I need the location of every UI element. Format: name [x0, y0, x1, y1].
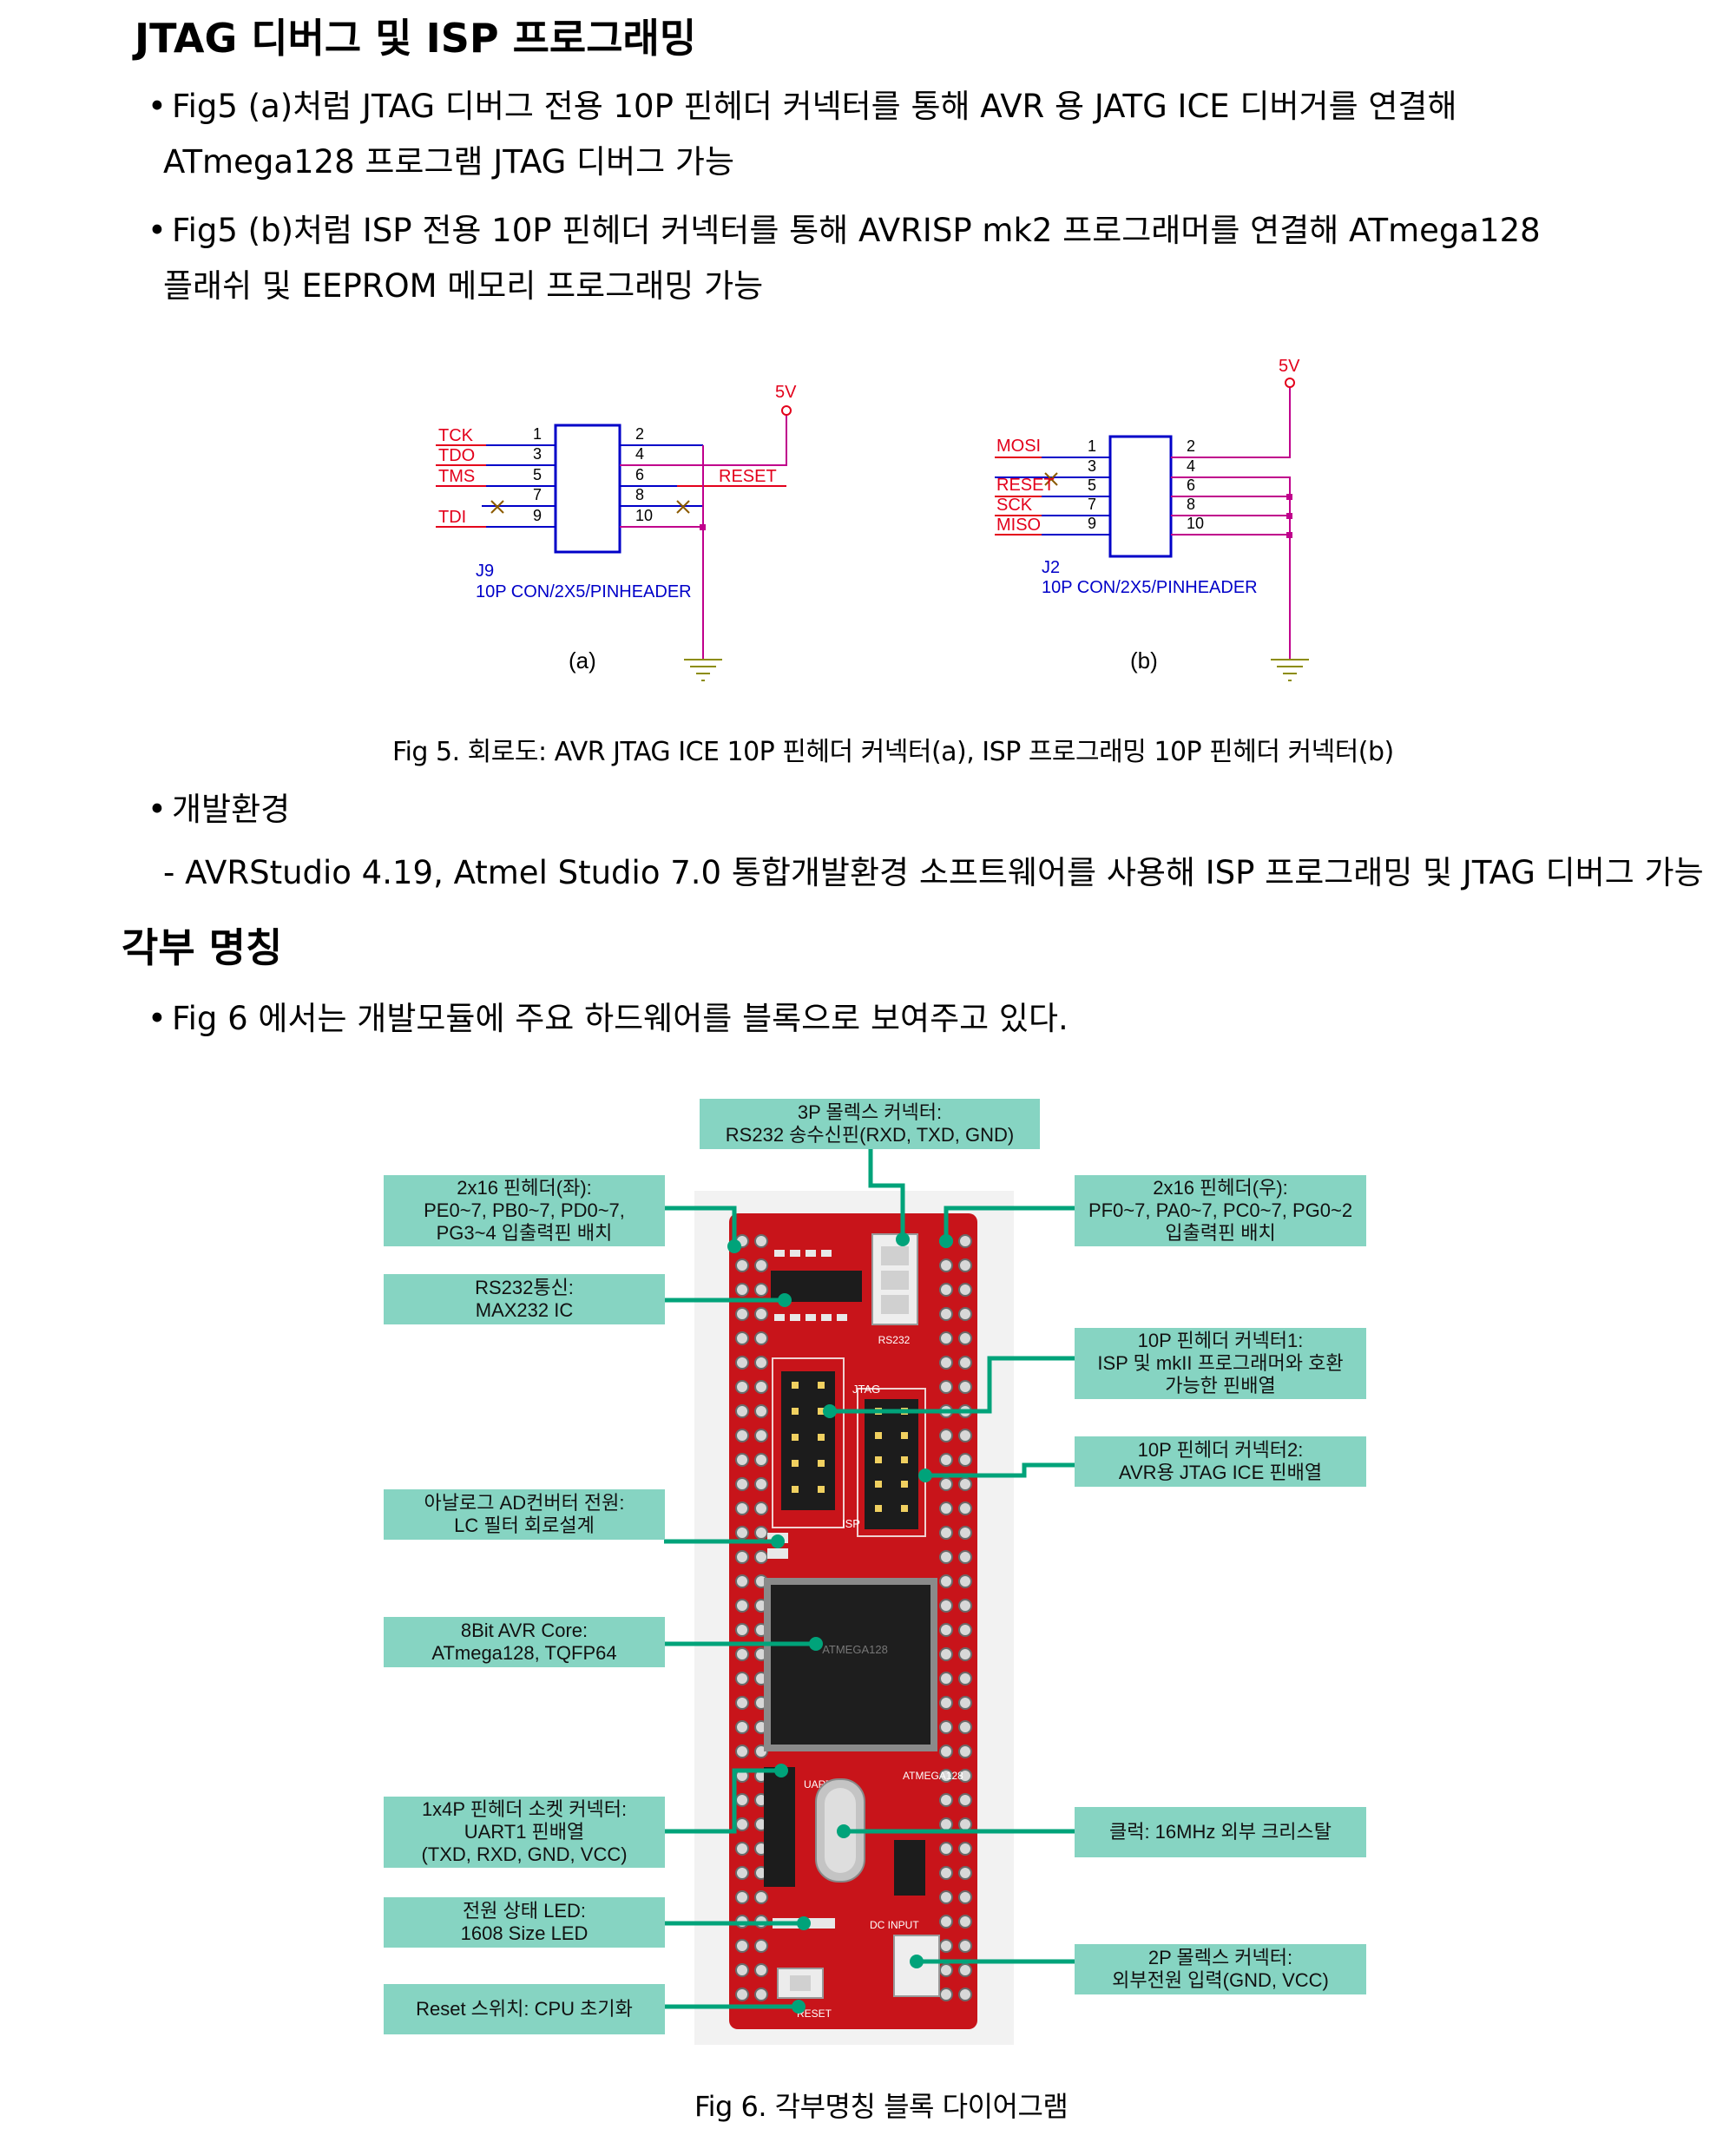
label-a: (a)	[569, 647, 596, 674]
signal-miso: MISO	[996, 516, 1041, 535]
fig6-caption: Fig 6. 각부명칭 블록 다이어그램	[694, 2090, 1069, 2123]
bullet-fig6-intro: Fig 6 에서는 개발모듈에 주요 하드웨어를 블록으로 보여주고 있다.	[148, 991, 1069, 1047]
signal-mosi: MOSI	[996, 437, 1041, 456]
pin-7-b: 7	[1088, 496, 1096, 513]
pin-2-b: 2	[1187, 437, 1195, 455]
board-label-reset: RESET	[797, 2007, 832, 2020]
pin-3-b: 3	[1088, 457, 1096, 475]
callout-reset-switch: Reset 스위치: CPU 초기화	[384, 1984, 665, 2034]
schematic-a: 5V TCK TDO TMS TDI RESET 1 3 5 7 9 2 4 6…	[436, 383, 797, 681]
vcc-label-a: 5V	[775, 383, 797, 402]
bullet-isp-line1: Fig5 (b)처럼 ISP 전용 10P 핀헤더 커넥터를 통해 AVRISP…	[148, 203, 1541, 259]
schematic-b: 5V MOSI RESET SCK MISO 1 3 5 7 9 2 4 6 8…	[995, 357, 1309, 681]
board-label-dc: DC INPUT	[870, 1919, 919, 1931]
pin-8-b: 8	[1187, 496, 1195, 513]
callout-uart: 1x4P 핀헤더 소켓 커넥터:UART1 핀배열(TXD, RXD, GND,…	[384, 1797, 665, 1868]
callout-molex-3p: 3P 몰렉스 커넥터:RS232 송수신핀(RXD, TXD, GND)	[700, 1099, 1040, 1149]
board-label-isp: ISP	[842, 1517, 860, 1530]
board-label-jtag: JTAG	[852, 1383, 880, 1396]
pin-5-a: 5	[533, 466, 542, 483]
callout-rs232: RS232통신:MAX232 IC	[384, 1274, 665, 1324]
pin-6-a: 6	[635, 466, 644, 483]
regulator	[894, 1840, 925, 1896]
part-a: 10P CON/2X5/PINHEADER	[476, 582, 692, 601]
bullet-jtag-line1: Fig5 (a)처럼 JTAG 디버그 전용 10P 핀헤더 커넥터를 통해 A…	[148, 79, 1457, 135]
fig5-caption: Fig 5. 회로도: AVR JTAG ICE 10P 핀헤더 커넥터(a),…	[392, 737, 1394, 767]
leader-lines	[664, 1147, 1076, 2009]
callout-clock: 클럭: 16MHz 외부 크리스탈	[1075, 1807, 1366, 1857]
pin-1-a: 1	[533, 425, 542, 443]
pin-10-b: 10	[1187, 515, 1204, 532]
pin-5-b: 5	[1088, 476, 1096, 494]
signal-tms: TMS	[438, 467, 475, 486]
callout-molex-2p: 2P 몰렉스 커넥터:외부전원 입력(GND, VCC)	[1075, 1944, 1366, 1994]
signal-tdi: TDI	[438, 508, 466, 527]
callout-adc-power: 아날로그 AD컨버터 전원:LC 필터 회로설계	[384, 1489, 665, 1540]
pin-4-a: 4	[635, 445, 644, 463]
callout-power-led: 전원 상태 LED:1608 Size LED	[384, 1897, 665, 1948]
pin-1-b: 1	[1088, 437, 1096, 455]
section-title-jtag-isp: JTAG 디버그 및 ISP 프로그래밍	[135, 15, 697, 62]
pin-2-a: 2	[635, 425, 644, 443]
pin-9-b: 9	[1088, 515, 1096, 532]
ref-j9: J9	[476, 562, 494, 581]
signal-tdo: TDO	[438, 446, 475, 465]
board-label-chip: ATMEGA128	[822, 1643, 888, 1656]
bullet-env: 개발환경	[148, 782, 290, 838]
board-label-mcu: ATMEGA128	[903, 1770, 963, 1782]
pin-4-b: 4	[1187, 457, 1195, 475]
fig6-diagram: RS232 JTAG ISP ATMEGA128 ATMEGA128 UART1	[664, 1147, 1076, 2045]
signal-reset-a: RESET	[719, 467, 777, 486]
isp-header-outline	[772, 1357, 845, 1528]
fig5-schematic: 5V TCK TDO TMS TDI RESET 1 3 5 7 9 2 4 6…	[436, 357, 1309, 681]
pin-8-a: 8	[635, 486, 644, 503]
ref-j2: J2	[1042, 558, 1060, 577]
jtag-header-pins	[865, 1399, 918, 1529]
isp-header-pins	[781, 1371, 835, 1510]
part-b: 10P CON/2X5/PINHEADER	[1042, 578, 1258, 597]
atmega128-chip	[771, 1585, 930, 1745]
signal-tck: TCK	[438, 426, 474, 445]
pin-7-a: 7	[533, 486, 542, 503]
header-body-a	[554, 424, 621, 554]
signal-sck: SCK	[996, 496, 1033, 515]
section-title-parts: 각부 명칭	[122, 924, 283, 971]
board-label-rs232: RS232	[878, 1334, 911, 1346]
env-detail: - AVRStudio 4.19, Atmel Studio 7.0 통합개발환…	[163, 854, 1704, 891]
label-b: (b)	[1130, 647, 1158, 674]
callout-avr-core: 8Bit AVR Core:ATmega128, TQFP64	[384, 1617, 665, 1667]
uart-socket	[764, 1767, 795, 1887]
vcc-label-b: 5V	[1279, 357, 1300, 376]
pin-3-a: 3	[533, 445, 542, 463]
bullet-jtag-line2: ATmega128 프로그램 JTAG 디버그 가능	[163, 143, 735, 181]
callout-jtag: 10P 핀헤더 커넥터2:AVR용 JTAG ICE 핀배열	[1075, 1436, 1366, 1487]
signal-reset-b: RESET	[996, 476, 1055, 495]
pin-9-a: 9	[533, 507, 542, 524]
callout-header-left: 2x16 핀헤더(좌):PE0~7, PB0~7, PD0~7,PG3~4 입출…	[384, 1175, 665, 1246]
bullet-isp-line2: 플래쉬 및 EEPROM 메모리 프로그래밍 가능	[163, 267, 764, 305]
pin-6-b: 6	[1187, 476, 1195, 494]
pin-10-a: 10	[635, 507, 653, 524]
jtag-header-outline	[857, 1388, 926, 1537]
